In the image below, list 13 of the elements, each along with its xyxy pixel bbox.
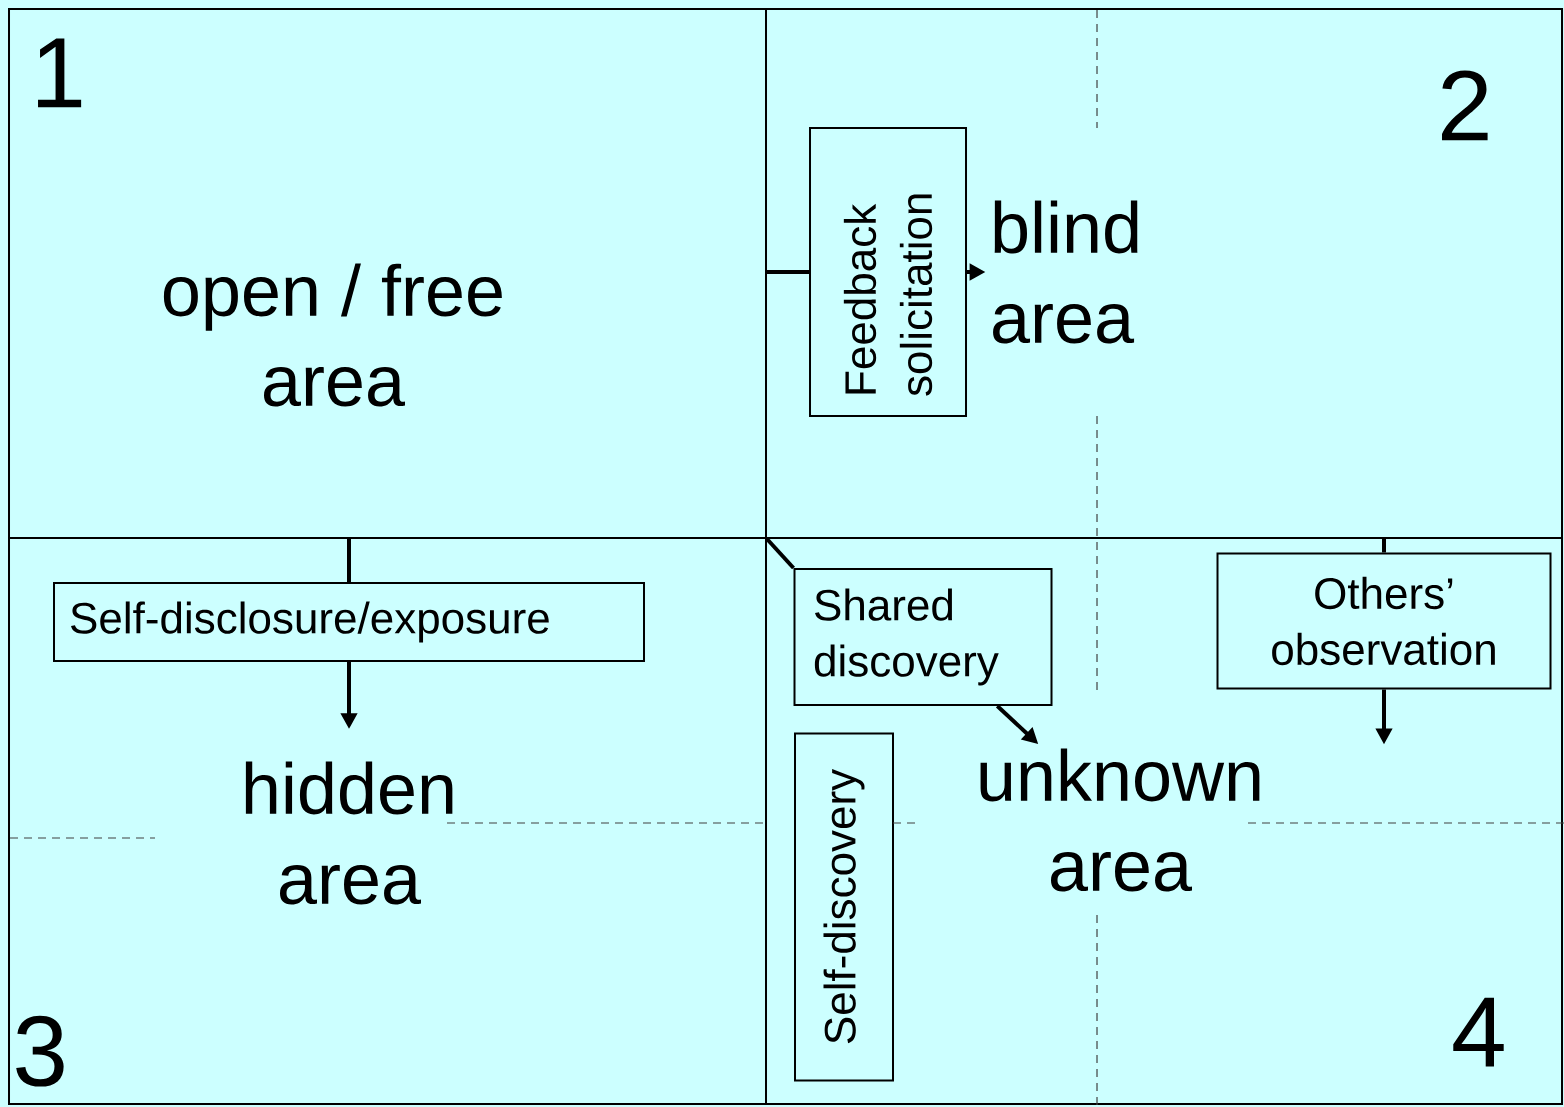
connector-line <box>347 539 351 582</box>
label-box: Self-disclosure/exposure <box>53 582 645 662</box>
area-label: hidden area <box>245 761 453 905</box>
area-label: open / free area <box>163 263 502 407</box>
connector-line <box>767 270 809 274</box>
label-box: Feedback solicitation <box>809 127 967 417</box>
connector-line <box>765 537 795 570</box>
label-box: Shared discovery <box>793 568 1053 706</box>
area-label: unknown area <box>980 748 1260 892</box>
label-box: Self-discovery <box>794 732 894 1082</box>
label-box: Others’ observation <box>1216 552 1552 690</box>
area-label: blind area <box>993 200 1138 344</box>
connector-line <box>1382 539 1386 553</box>
